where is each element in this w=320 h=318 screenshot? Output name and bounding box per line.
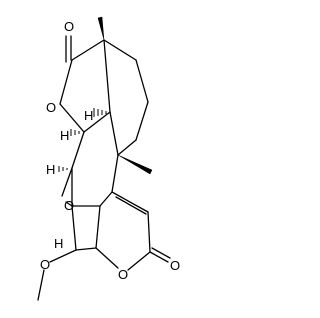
bond	[127, 251, 151, 271]
atom-h: H	[84, 108, 93, 123]
wedge-bond	[117, 154, 153, 175]
bond	[49, 249, 77, 263]
molecule-structure: O O O O O O H H H H	[37, 16, 180, 301]
atom-o: O	[118, 267, 128, 282]
bond	[75, 247, 97, 251]
bond	[61, 167, 73, 197]
bond	[135, 59, 149, 103]
bond	[111, 191, 149, 213]
atom-o: O	[46, 100, 56, 115]
bond	[83, 111, 111, 133]
wedge-bond	[97, 16, 105, 41]
bond	[117, 139, 137, 156]
atom-h: H	[46, 162, 55, 177]
atom-h: H	[60, 128, 69, 143]
bond	[115, 196, 147, 215]
bond	[103, 39, 111, 113]
bond	[147, 211, 151, 253]
diagram-canvas: O O O O O O H H H H	[37, 16, 180, 301]
bond	[99, 191, 113, 207]
bond	[95, 205, 101, 249]
bond	[71, 39, 105, 61]
atom-h: H	[54, 236, 63, 251]
bond	[103, 39, 137, 61]
bond	[59, 59, 73, 105]
atom-o: O	[64, 198, 74, 213]
bond	[59, 103, 85, 133]
bond	[71, 205, 77, 251]
bond	[65, 201, 73, 207]
bond	[111, 154, 119, 193]
bond	[95, 247, 119, 269]
atom-o: O	[40, 257, 50, 272]
bond	[149, 251, 169, 263]
bond	[71, 131, 85, 169]
bond	[37, 269, 45, 301]
atom-o: O	[170, 258, 180, 273]
bond	[135, 101, 149, 141]
bond	[109, 111, 119, 156]
bond	[151, 247, 171, 259]
atom-o: O	[64, 19, 74, 34]
